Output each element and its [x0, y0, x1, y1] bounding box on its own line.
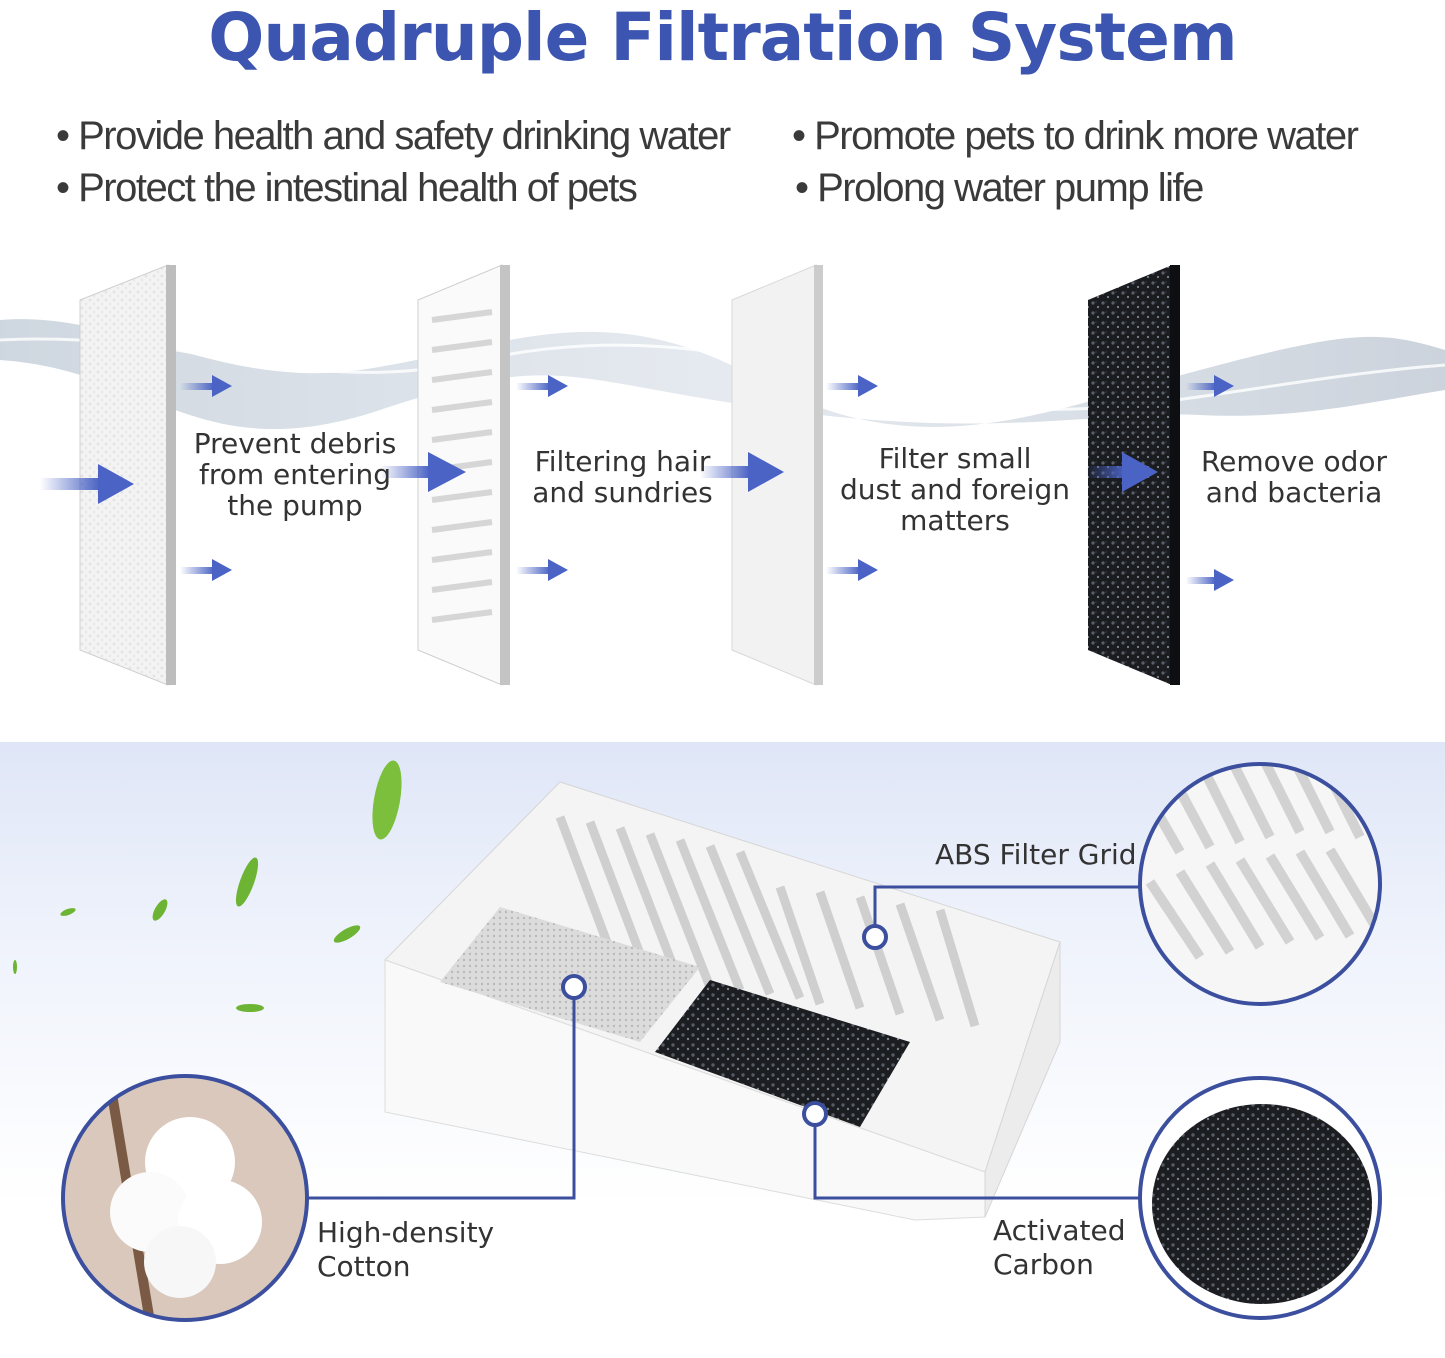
arrow-icon [516, 375, 568, 397]
label-high-density-cotton: High-density Cotton [317, 1216, 495, 1283]
leaf-icon [13, 960, 17, 974]
stage-caption-1: Prevent debris from entering the pump [193, 427, 397, 522]
leaf-icon [333, 925, 361, 943]
arrow-icon [1086, 452, 1158, 492]
cotton-closeup [61, 1074, 309, 1322]
arrow-icon [1186, 569, 1234, 591]
callout-dot-carbon [802, 1101, 828, 1127]
arrow-icon [380, 452, 466, 492]
arrow-icon [180, 559, 232, 581]
carbon-closeup [1138, 1076, 1382, 1320]
filter-cartridge-illustration [13, 760, 1382, 1322]
stage-caption-4: Remove odor and bacteria [1200, 445, 1388, 509]
callout-dot-grid [862, 924, 888, 950]
stage-caption-2: Filtering hair and sundries [532, 445, 713, 509]
leaf-icon [235, 857, 259, 907]
bullet-2: Protect the intestinal health of pets [56, 164, 638, 212]
callout-dots [561, 924, 888, 1127]
foam-filter-icon [79, 264, 176, 686]
arrow-icon [826, 375, 878, 397]
filtration-flow-diagram [0, 264, 1445, 686]
arrow-icon [516, 559, 568, 581]
bullet-4: Prolong water pump life [795, 164, 1204, 212]
arrow-icon [40, 464, 134, 504]
flow-arrows [40, 375, 1234, 591]
arrow-icon [180, 375, 232, 397]
callout-dot-cotton [561, 974, 587, 1000]
filter-cartridge [384, 781, 1061, 1221]
bullet-3: Promote pets to drink more water [792, 112, 1359, 160]
leaf-icon [236, 1004, 264, 1012]
callout-lines [308, 885, 1140, 1200]
leaf-icon [60, 908, 76, 916]
bullet-1: Provide health and safety drinking water [56, 112, 731, 160]
label-activated-carbon: Activated Carbon [993, 1214, 1126, 1281]
water-stream [0, 319, 1445, 430]
leaf-icon [372, 760, 402, 840]
leaf-icons [13, 760, 402, 1012]
stage-caption-3: Filter small dust and foreign matters [840, 442, 1070, 537]
abs-grid-closeup [1138, 762, 1382, 1006]
arrow-icon [1186, 375, 1234, 397]
arrow-icon [826, 559, 878, 581]
leaf-icon [152, 899, 168, 921]
label-abs-filter-grid: ABS Filter Grid [935, 838, 1137, 871]
page-title: Quadruple Filtration System [208, 0, 1237, 76]
arrow-icon [700, 452, 784, 492]
